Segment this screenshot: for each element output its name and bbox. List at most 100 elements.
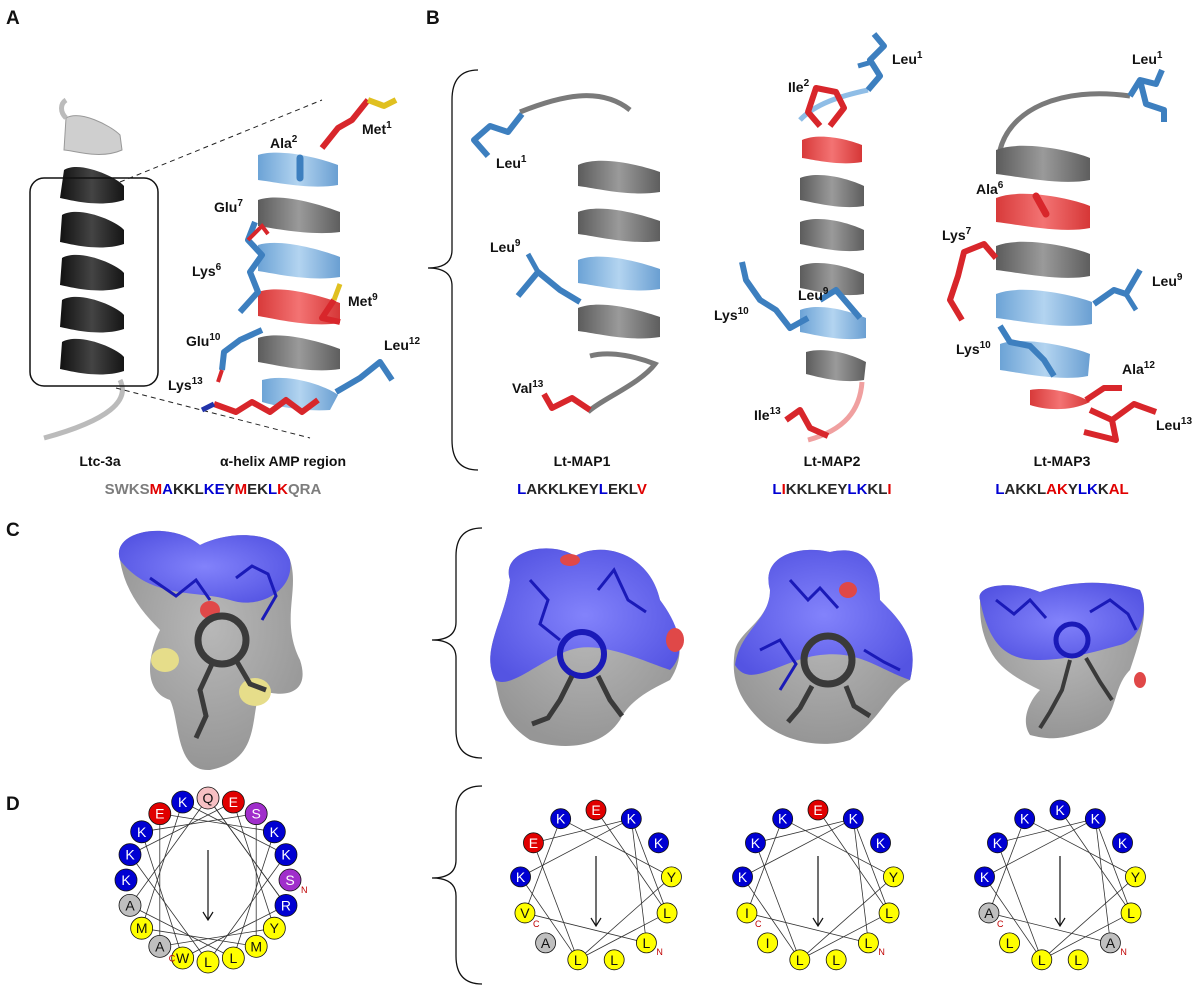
wheel-residue-letter: K	[654, 835, 664, 851]
n-terminus-mark: N	[301, 885, 308, 895]
sequence-lt-map3: LAKKLAKYLKKAL	[995, 481, 1128, 498]
wheel-chord	[207, 854, 287, 963]
wheel-residue-circle	[1084, 808, 1106, 830]
seq-seg: EKL	[608, 481, 638, 498]
wheel-residue-letter: K	[980, 869, 990, 885]
wheel-residue-circle	[278, 868, 302, 892]
wheel-residue-circle	[118, 843, 142, 867]
wheel-residue-circle	[745, 832, 766, 854]
wheel-residue-letter: L	[864, 935, 872, 951]
wheel-chord	[997, 842, 1043, 960]
label-glu10: Glu10	[186, 332, 221, 349]
seq-seg: L	[995, 481, 1004, 498]
panel-a: Ala2 Met1 Glu7 Lys6 Met9 Glu10 Leu12 Lys…	[29, 97, 420, 498]
seq-seg: AK	[1046, 481, 1068, 498]
seq-seg: M	[150, 481, 163, 498]
wheel-chord	[560, 818, 672, 878]
wheel-residue-circle	[870, 832, 891, 854]
wheel-residue-letter: A	[984, 905, 994, 921]
wheel-residue-circle	[148, 802, 172, 826]
helix-region-box	[29, 177, 159, 387]
wheel-residue-letter: K	[281, 847, 291, 863]
wheel-residue-circle	[732, 866, 753, 888]
seq-seg: LK	[1078, 481, 1098, 498]
seq-seg: L	[772, 481, 781, 498]
wheel-residue-letter: K	[178, 794, 188, 810]
label-map3-ala12: Ala12	[1122, 360, 1155, 377]
wheel-residue-circle	[262, 820, 286, 844]
label-ala2: Ala2	[270, 134, 298, 151]
wheel-chord	[141, 927, 257, 947]
wheel-chord	[141, 831, 184, 959]
seq-seg: EK	[247, 481, 268, 498]
wheel-residue-letter: K	[125, 847, 135, 863]
wheel-residue-letter: K	[1091, 811, 1101, 827]
panel-b: Leu1 Leu9 Val13 Lt-MAP1 LAKKLKEYLEKLV Il…	[427, 32, 1192, 498]
wheel-residue-letter: M	[136, 920, 148, 936]
wheel-residue-circle	[585, 799, 607, 821]
wheel-residue-circle	[789, 949, 811, 971]
c-terminus-mark: C	[169, 953, 176, 963]
wheel-chord	[141, 801, 184, 929]
seq-seg: KL	[867, 481, 887, 498]
wheel-chord	[799, 912, 890, 961]
wheel-residue-letter: E	[591, 802, 600, 818]
wheel-residue-circle	[825, 949, 847, 971]
wheel-chord	[799, 876, 894, 961]
surface-lt-map3	[979, 582, 1146, 739]
wheel-chord	[129, 904, 234, 959]
wheel-residue-letter: A	[1106, 935, 1116, 951]
wheel-residue-circle	[274, 893, 298, 917]
wheel-residue-circle	[807, 799, 829, 821]
wheel-residue-letter: I	[766, 935, 770, 951]
zoom-line-bottom	[115, 387, 311, 439]
wheel-residue-circle	[523, 832, 544, 854]
wheel-residue-circle	[1120, 902, 1142, 924]
wheel-chord	[1094, 818, 1111, 943]
wheel-residue-circle	[171, 946, 195, 970]
wheel-residue-letter: K	[738, 869, 748, 885]
wheel-residue-circle	[196, 786, 220, 810]
lt-map2-structure: Ile2 Leu1 Lys10 Leu9 Ile13 Lt-MAP2 LIKKL…	[714, 32, 923, 498]
c-terminus-mark: C	[755, 919, 762, 929]
wheel-residue-letter: E	[529, 835, 538, 851]
wheel-chord	[852, 818, 890, 914]
wheel-chord	[1041, 876, 1136, 961]
hydrophobic-moment-arrow	[590, 856, 602, 928]
hydrophobic-moment-arrow	[202, 850, 214, 922]
wheel-residue-letter: Y	[667, 869, 677, 885]
wheel-residue-letter: L	[229, 950, 237, 966]
surface-lt-map1	[490, 548, 684, 746]
wheel-chord	[129, 801, 234, 856]
wheel-chord	[520, 818, 632, 878]
wheel-residue-circle	[648, 832, 669, 854]
caption-lt-map3: Lt-MAP3	[1034, 453, 1091, 469]
wheel-residue-letter: S	[252, 806, 261, 822]
seq-seg: V	[637, 481, 647, 498]
wheel-residue-letter: E	[155, 806, 164, 822]
wheel-chord	[159, 927, 275, 947]
wheel-residue-circle	[114, 868, 138, 892]
wheel-residue-letter: L	[832, 952, 840, 968]
wheel-residue-letter: V	[520, 905, 530, 921]
n-terminus-mark: N	[878, 947, 885, 957]
seq-seg: L	[599, 481, 608, 498]
wheel-residue-circle	[510, 866, 531, 888]
wheel-chord	[984, 818, 1096, 878]
label-map3-lys10: Lys10	[956, 340, 991, 357]
wheel-residue-circle	[883, 866, 904, 888]
wheel-residue-circle	[1099, 932, 1121, 954]
wheel-residue-circle	[244, 802, 268, 826]
wheel-residue-letter: K	[1055, 802, 1065, 818]
panel-label-c: C	[6, 520, 20, 541]
wheel-residue-circle	[978, 902, 1000, 924]
wheel-residue-circle	[1014, 808, 1036, 830]
wheel-residue-circle	[535, 932, 557, 954]
wheel-chord	[520, 876, 579, 961]
wheel-residue-circle	[974, 866, 995, 888]
wheel-residue-letter: L	[1074, 952, 1082, 968]
wheel-chord	[997, 818, 1096, 844]
